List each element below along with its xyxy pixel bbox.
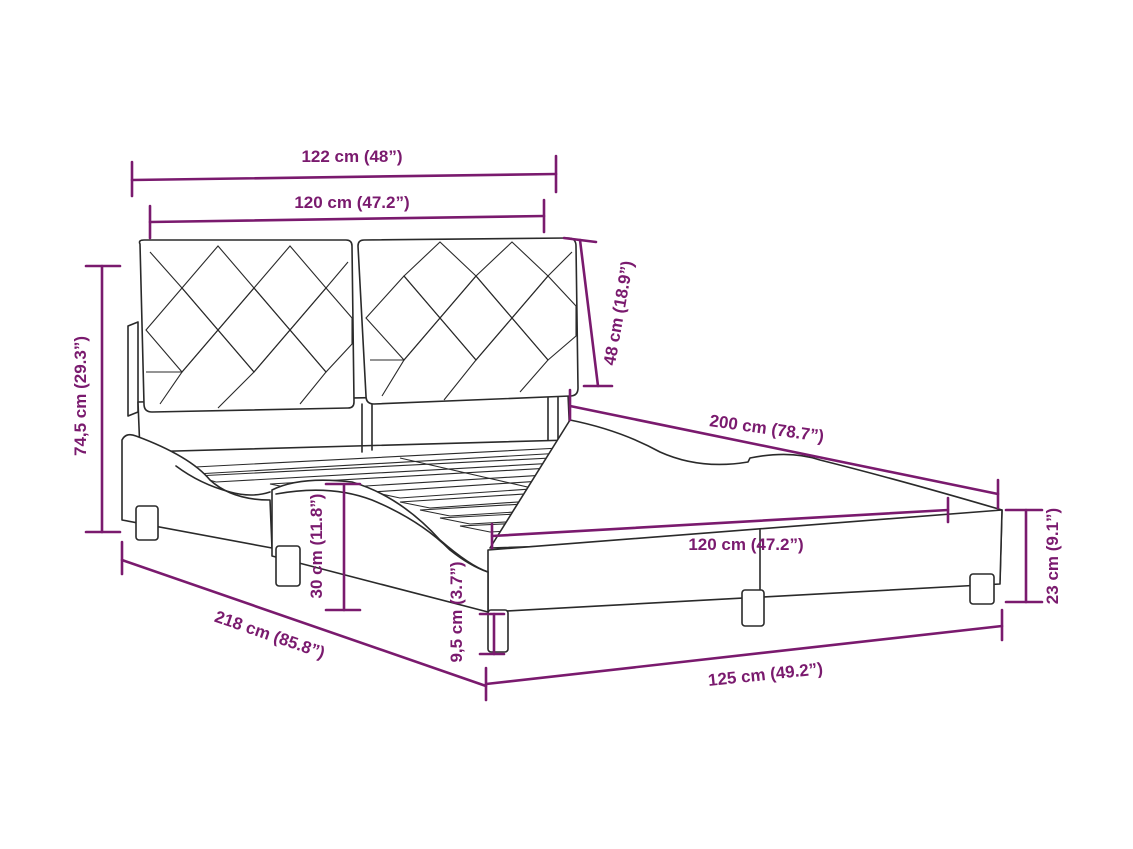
dim-outer-width-line	[484, 624, 1004, 686]
label-mattress-length: 200 cm (78.7”)	[708, 411, 825, 446]
label-cushion-height: 48 cm (18.9”)	[600, 259, 637, 367]
dim-total-length-line	[120, 558, 488, 688]
headboard-panel	[127, 321, 139, 417]
headboard-cushion-right	[357, 237, 579, 405]
dim-total-width-line	[130, 172, 558, 182]
dim-headboard-width-line	[148, 214, 546, 224]
label-total-length: 218 cm (85.8”)	[212, 607, 327, 663]
side-rail-front-edge	[275, 489, 489, 573]
leg-front-right	[969, 573, 995, 605]
leg-back-left	[135, 505, 159, 541]
label-outer-width: 125 cm (49.2”)	[707, 659, 824, 690]
dim-mattress-width-line	[490, 508, 950, 538]
label-mattress-width: 120 cm (47.2”)	[688, 535, 803, 554]
leg-front-middle	[741, 589, 765, 627]
dim-mattress-length-line	[568, 404, 1000, 496]
dim-cushion-height-line	[578, 238, 600, 388]
leg-front-center	[487, 609, 509, 653]
bed-illustration	[121, 237, 1003, 653]
side-rail-left-curve	[175, 465, 271, 496]
label-total-width: 122 cm (48”)	[301, 147, 402, 166]
leg-front-left	[275, 545, 301, 587]
dimension-lines	[84, 154, 1044, 702]
label-side-height: 30 cm (11.8”)	[307, 494, 326, 599]
label-headboard-width: 120 cm (47.2”)	[294, 193, 409, 212]
side-rail-left	[121, 433, 273, 549]
label-frame-height: 23 cm (9.1”)	[1043, 508, 1062, 604]
headboard-cushion-left	[138, 239, 355, 413]
label-leg-height-clearance: 9,5 cm (3.7”)	[447, 561, 466, 662]
label-total-height: 74,5 cm (29.3”)	[71, 336, 90, 456]
